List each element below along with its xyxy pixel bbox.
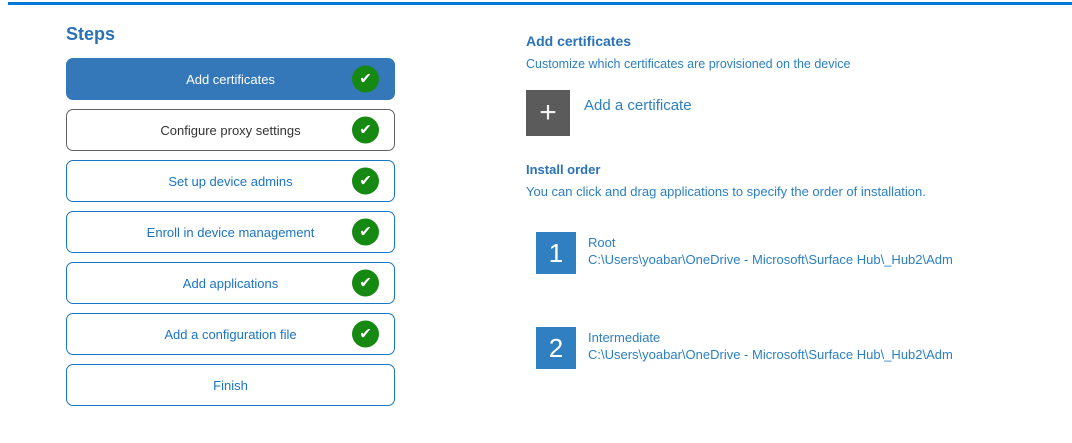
plus-icon: + xyxy=(539,96,557,129)
step-complete-check-icon: ✔ xyxy=(352,218,379,246)
step-label: Enroll in device management xyxy=(146,224,315,240)
step-complete-check-icon: ✔ xyxy=(352,167,379,195)
certificate-path: C:\Users\yoabar\OneDrive - Microsoft\Sur… xyxy=(588,347,953,362)
step-add-a-configuration-file[interactable]: Add a configuration file ✔ xyxy=(66,313,395,355)
step-label: Add applications xyxy=(182,275,279,291)
step-label: Finish xyxy=(213,377,248,393)
install-order-item[interactable]: 2 Intermediate C:\Users\yoabar\OneDrive … xyxy=(536,327,1008,369)
step-label: Add a configuration file xyxy=(164,326,297,342)
step-add-certificates[interactable]: Add certificates ✔ xyxy=(66,58,395,100)
step-label: Add certificates xyxy=(186,71,275,87)
install-order-item[interactable]: 1 Root C:\Users\yoabar\OneDrive - Micros… xyxy=(536,232,1008,274)
add-certificate-label: Add a certificate xyxy=(584,97,692,114)
order-number-tile: 2 xyxy=(536,327,576,369)
step-enroll-in-device-management[interactable]: Enroll in device management ✔ xyxy=(66,211,395,253)
install-order-heading: Install order xyxy=(526,162,601,177)
add-certificate-button[interactable]: + xyxy=(526,90,570,136)
step-finish[interactable]: Finish xyxy=(66,364,395,406)
certificate-name: Root xyxy=(588,235,616,250)
steps-panel-title: Steps xyxy=(66,24,116,44)
steps-sidebar: Steps Add certificates ✔ Configure proxy… xyxy=(66,24,395,415)
add-certificate-row: + Add a certificate xyxy=(526,90,1008,136)
step-configure-proxy-settings[interactable]: Configure proxy settings ✔ xyxy=(66,109,395,151)
install-order-description: You can click and drag applications to s… xyxy=(526,184,926,199)
accent-top-rule xyxy=(8,2,1072,5)
page-title: Add certificates xyxy=(526,33,632,49)
step-label: Set up device admins xyxy=(168,173,293,189)
page-description: Customize which certificates are provisi… xyxy=(526,57,851,71)
step-complete-check-icon: ✔ xyxy=(352,269,379,297)
certificate-path: C:\Users\yoabar\OneDrive - Microsoft\Sur… xyxy=(588,252,953,267)
step-complete-check-icon: ✔ xyxy=(352,65,379,93)
step-label: Configure proxy settings xyxy=(160,122,301,138)
step-add-applications[interactable]: Add applications ✔ xyxy=(66,262,395,304)
certificate-info: Intermediate C:\Users\yoabar\OneDrive - … xyxy=(588,327,1008,369)
add-certificates-pane: Add certificates Customize which certifi… xyxy=(526,33,1008,369)
order-number-tile: 1 xyxy=(536,232,576,274)
step-complete-check-icon: ✔ xyxy=(352,116,379,144)
certificate-name: Intermediate xyxy=(588,330,661,345)
step-complete-check-icon: ✔ xyxy=(352,320,379,348)
step-set-up-device-admins[interactable]: Set up device admins ✔ xyxy=(66,160,395,202)
certificate-info: Root C:\Users\yoabar\OneDrive - Microsof… xyxy=(588,232,1008,274)
